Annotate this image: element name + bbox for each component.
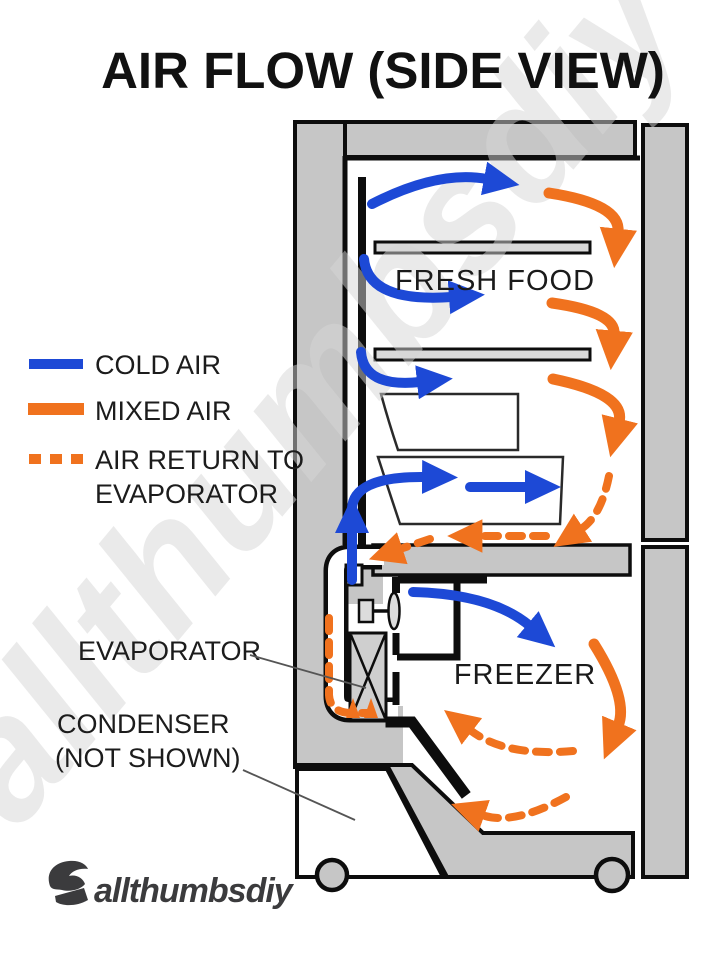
shelf-lower bbox=[373, 347, 592, 362]
rear-wheel bbox=[593, 856, 631, 894]
return-air-ff-into-duct bbox=[368, 532, 434, 565]
freezer-fan bbox=[357, 591, 401, 631]
mixed-air-arrow-freezer bbox=[588, 638, 637, 760]
logo-icon-base bbox=[55, 888, 88, 906]
condenser-label-line1: CONDENSER bbox=[57, 709, 230, 739]
return-air-ff-down bbox=[553, 472, 613, 547]
page-title: AIR FLOW (SIDE VIEW) bbox=[101, 42, 665, 99]
fan-housing-wall bbox=[397, 580, 461, 661]
evaporator-label: EVAPORATOR bbox=[78, 636, 261, 666]
mixed-air-arrow-3 bbox=[547, 373, 638, 458]
freezer-bottom-duct bbox=[385, 716, 471, 799]
fresh-food-label: FRESH FOOD bbox=[395, 265, 595, 297]
fresh-food-door bbox=[641, 123, 689, 542]
return-air-freezer-upper bbox=[444, 709, 577, 757]
cold-air-arrow-top bbox=[367, 161, 520, 209]
drawer-upper bbox=[379, 392, 520, 452]
legend-cold-air-label: COLD AIR bbox=[95, 350, 221, 380]
front-wheel bbox=[314, 857, 350, 893]
legend-mixed-air-label: MIXED AIR bbox=[95, 396, 232, 426]
fan-blade bbox=[387, 591, 401, 631]
evaporator-x-lines bbox=[349, 634, 387, 719]
fan-motor bbox=[357, 598, 375, 624]
mixed-air-arrows bbox=[543, 187, 638, 760]
mixed-air-arrow-1 bbox=[543, 187, 637, 269]
return-air-evaporator-inlets bbox=[346, 698, 378, 718]
cold-air-arrow-shelf2 bbox=[356, 347, 453, 400]
shelf-upper bbox=[373, 240, 592, 255]
compartment-divider bbox=[371, 543, 632, 577]
machine-compartment bbox=[295, 767, 447, 879]
legend-return-air-label-line2: EVAPORATOR bbox=[95, 479, 278, 509]
condenser-label-line2: (NOT SHOWN) bbox=[55, 743, 240, 773]
freezer-door bbox=[641, 545, 689, 879]
cold-air-arrows bbox=[334, 161, 561, 648]
evaporator-coil bbox=[348, 631, 388, 722]
evaporator-leader-line bbox=[249, 654, 367, 689]
evap-inlet-arrowhead-1 bbox=[346, 698, 360, 718]
logo: allthumbsdiy bbox=[48, 860, 296, 910]
freezer-label: FREEZER bbox=[454, 659, 596, 691]
evap-inlet-arrowhead-2 bbox=[364, 698, 378, 718]
return-air-freezer-lower bbox=[451, 793, 570, 832]
cold-air-arrow-shelf1 bbox=[359, 254, 485, 315]
logo-wordmark: allthumbsdiy bbox=[94, 872, 295, 910]
legend-return-air-label-line1: AIR RETURN TO bbox=[95, 445, 304, 475]
cold-air-arrow-freezer bbox=[408, 587, 556, 648]
condenser-leader-line bbox=[242, 769, 356, 821]
legend: COLD AIR MIXED AIR AIR RETURN TO EVAPORA… bbox=[28, 350, 304, 509]
mixed-air-arrow-2 bbox=[546, 297, 633, 371]
freezer-ceiling-bar bbox=[392, 577, 400, 593]
logo-icon bbox=[48, 860, 88, 891]
